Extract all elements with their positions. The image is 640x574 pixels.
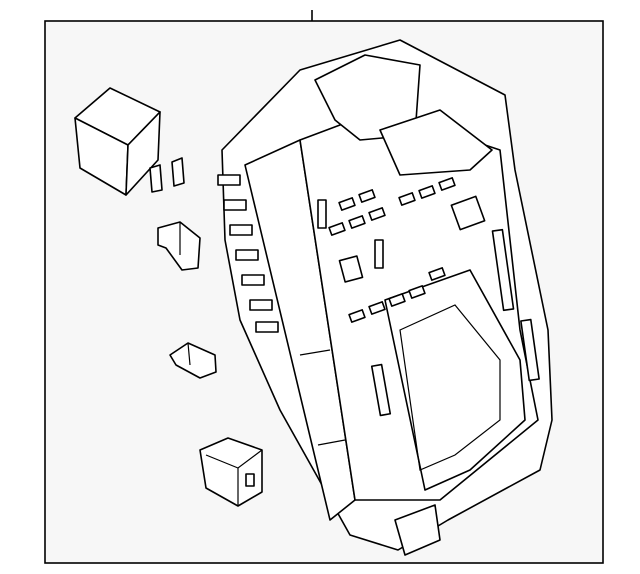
side-clips	[217, 174, 279, 333]
relay	[74, 87, 185, 196]
fuse-slots	[317, 177, 540, 417]
connector-relay	[199, 437, 263, 507]
fuse-mini	[169, 342, 217, 379]
fuse-large	[157, 221, 201, 271]
fuse-block-assembly	[217, 39, 553, 556]
